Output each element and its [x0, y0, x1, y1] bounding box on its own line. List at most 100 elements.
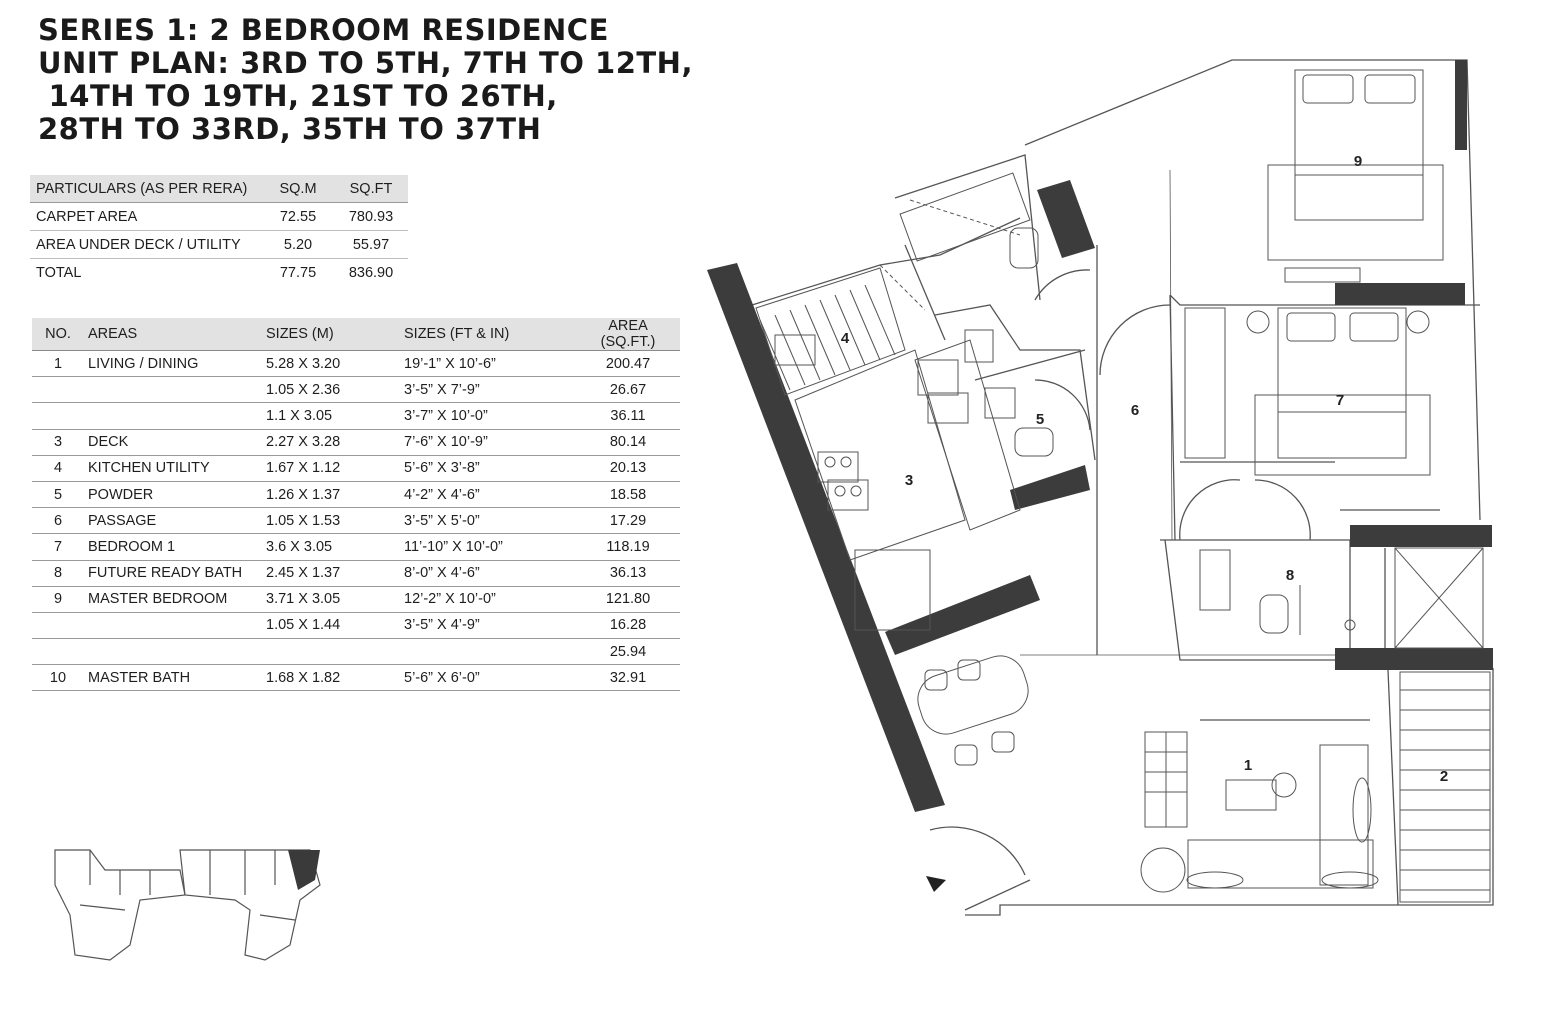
interior-wall — [934, 304, 1096, 461]
duvet — [1294, 174, 1424, 221]
areas-cell: 17.29 — [576, 507, 680, 535]
areas-cell — [32, 376, 84, 404]
areas-cell: 7 — [32, 533, 84, 561]
areas-cell: 26.67 — [576, 376, 680, 404]
kitchen-utility — [755, 267, 1021, 631]
areas-cell: 3.71 X 3.05 — [262, 586, 400, 613]
structural-wall — [1037, 180, 1095, 258]
areas-header-cell: AREA (SQ.FT.) — [576, 318, 680, 351]
master-bed — [1294, 69, 1424, 221]
areas-cell: 118.19 — [576, 533, 680, 561]
pillow — [1302, 74, 1354, 104]
summary-header-row: PARTICULARS (AS PER RERA) SQ.M SQ.FT — [30, 175, 408, 203]
armchair — [1352, 777, 1372, 843]
kitchen-island — [914, 339, 1021, 531]
sofa-cushion — [1321, 871, 1379, 889]
console — [1284, 267, 1361, 283]
summary-cell: 836.90 — [348, 264, 394, 281]
interior-wall — [1160, 539, 1351, 661]
structural-wall — [1350, 525, 1492, 547]
areas-cell — [84, 612, 262, 640]
areas-cell: PASSAGE — [84, 507, 262, 535]
areas-cell — [32, 612, 84, 640]
toilet-icon — [1014, 427, 1054, 457]
areas-cell: FUTURE READY BATH — [84, 560, 262, 587]
areas-cell: 11’-10” X 10’-0” — [400, 533, 576, 561]
areas-cell: 3’-7” X 10’-0” — [400, 402, 576, 430]
sofa — [1187, 839, 1374, 889]
bed — [1277, 307, 1407, 459]
kitchen-sink — [927, 392, 969, 424]
areas-cell: 18.58 — [576, 481, 680, 509]
room-areas-table: NO. AREAS SIZES (M) SIZES (FT & IN) AREA… — [32, 318, 680, 692]
dining-chair — [957, 659, 981, 681]
bedside-lamp — [1246, 310, 1270, 334]
areas-cell: MASTER BATH — [84, 664, 262, 692]
summary-cell: CARPET AREA — [30, 202, 262, 231]
summary-header-cell: SQ.FT — [334, 175, 408, 203]
areas-cell: 7’-6” X 10’-9” — [400, 429, 576, 456]
shower-panel — [1394, 547, 1484, 649]
entry-door-leaf — [964, 879, 1031, 911]
structural-wall — [707, 263, 945, 812]
areas-cell: 3.6 X 3.05 — [262, 533, 400, 561]
areas-header-cell: SIZES (M) — [262, 318, 400, 351]
room-number-3: 3 — [905, 472, 913, 489]
summary-cell: 55.97 — [334, 230, 408, 259]
utility-hatch — [755, 267, 906, 396]
kitchen-counter — [794, 349, 966, 561]
living-furniture — [917, 655, 1379, 893]
door-swing — [1254, 479, 1311, 541]
title-line: SERIES 1: 2 BEDROOM RESIDENCE — [38, 13, 609, 47]
kitchen-sink — [917, 359, 959, 396]
outer-envelope — [1024, 59, 1481, 521]
areas-cell: 121.80 — [576, 586, 680, 613]
areas-cell: 1.05 X 2.36 — [262, 376, 400, 404]
areas-cell: 36.11 — [576, 402, 680, 430]
interior-wall — [894, 154, 1041, 301]
shower-panel — [899, 172, 1031, 262]
areas-cell: 80.14 — [576, 429, 680, 456]
key-plan-wing — [179, 849, 321, 961]
areas-cell: 2.45 X 1.37 — [262, 560, 400, 587]
areas-cell: DECK — [84, 429, 262, 456]
areas-cell: 3’-5” X 5’-0” — [400, 507, 576, 535]
summary-cell: 77.75 — [279, 264, 317, 281]
door-swing — [1179, 479, 1241, 541]
areas-cell: 3’-5” X 4’-9” — [400, 612, 576, 640]
title-line: 28TH TO 33RD, 35TH TO 37TH — [38, 112, 542, 146]
room-number-7: 7 — [1336, 392, 1344, 409]
areas-row: 25.94 — [32, 638, 680, 666]
structural-walls — [707, 60, 1493, 812]
interior-wall — [1387, 669, 1399, 906]
key-plan-highlight — [288, 850, 320, 890]
areas-cell: 6 — [32, 507, 84, 535]
areas-cell: 8 — [32, 560, 84, 587]
sofa-cushion — [1186, 871, 1244, 889]
areas-cell: 5’-6” X 6’-0” — [400, 664, 576, 692]
washbasin-icon — [1199, 549, 1231, 611]
dining-table — [917, 655, 1029, 735]
rug — [1267, 164, 1444, 261]
bath-fixtures — [879, 172, 1484, 649]
areas-cell: 5 — [32, 481, 84, 509]
areas-cell: 10 — [32, 664, 84, 692]
interior-wall — [751, 217, 1021, 306]
areas-cell — [84, 376, 262, 404]
passage-line — [1169, 169, 1173, 541]
floor-plan: 1 2 3 4 5 6 7 8 9 — [707, 59, 1494, 916]
summary-cell: TOTAL — [36, 264, 82, 281]
areas-cell: 200.47 — [576, 350, 680, 378]
areas-cell: 5.28 X 3.20 — [262, 350, 400, 378]
areas-cell: 3’-5” X 7’-9” — [400, 376, 576, 404]
areas-cell: BEDROOM 1 — [84, 533, 262, 561]
areas-cell: 25.94 — [576, 638, 680, 666]
utility-sink — [774, 334, 816, 366]
areas-cell — [32, 638, 84, 666]
